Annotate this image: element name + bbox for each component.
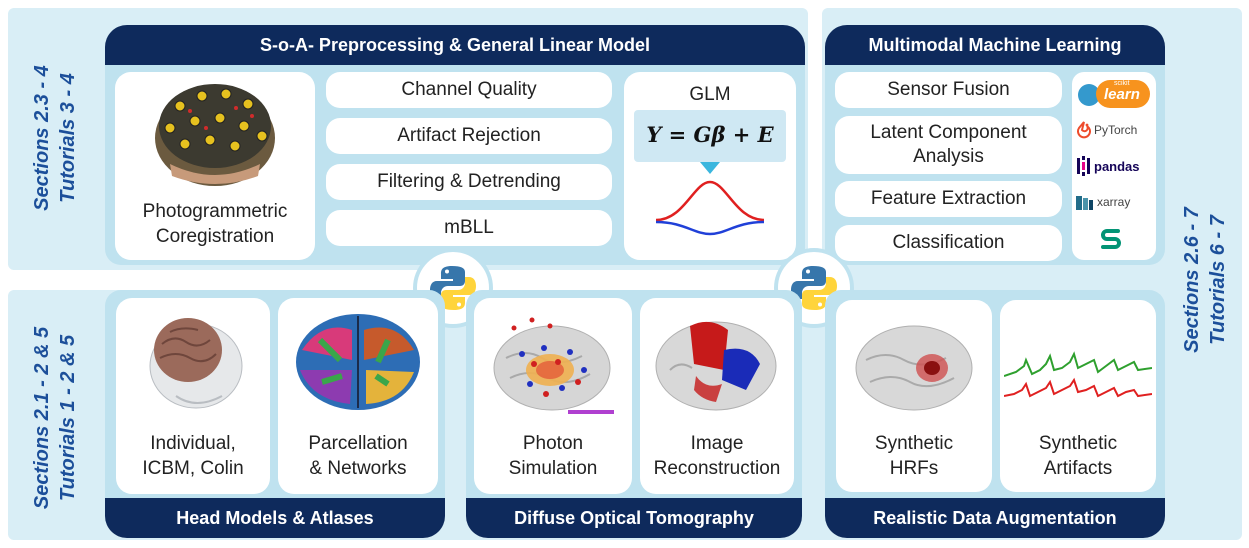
side-label-line: Sections 2.1 - 2 & 5 bbox=[31, 326, 53, 510]
caption-line: HRFs bbox=[889, 457, 939, 479]
pytorch-flame-icon bbox=[1077, 121, 1091, 139]
side-label-line: Sections 2.6 - 7 bbox=[1181, 207, 1203, 353]
head-model-card: Individual, ICBM, Colin bbox=[116, 298, 270, 494]
caption-line: Artifacts bbox=[1043, 457, 1113, 479]
side-label-right: Sections 2.6 - 7 Tutorials 6 - 7 bbox=[1179, 207, 1231, 353]
xarray-cubes-icon bbox=[1076, 196, 1093, 210]
photogrammetric-card: Photogrammetric Coregistration bbox=[115, 72, 315, 260]
caption-line: Photon bbox=[522, 433, 584, 454]
side-label-top-left: Sections 2.3 - 4 Tutorials 3 - 4 bbox=[29, 65, 81, 211]
head-model-caption: Individual, ICBM, Colin bbox=[116, 432, 270, 481]
caption-line: Photogrammetric bbox=[142, 201, 288, 222]
ml-header: Multimodal Machine Learning bbox=[825, 25, 1165, 65]
glm-equation: Y = Gβ + E bbox=[646, 122, 774, 147]
sklearn-logo-icon: scikit learn bbox=[1076, 80, 1152, 108]
caption-line: ICBM, Colin bbox=[142, 457, 244, 479]
synthetic-artifacts-caption: Synthetic Artifacts bbox=[1000, 432, 1156, 481]
photogrammetric-caption: Photogrammetric Coregistration bbox=[115, 200, 315, 249]
image-reconstruction-card: Image Reconstruction bbox=[640, 298, 794, 494]
dot-footer: Diffuse Optical Tomography bbox=[466, 498, 802, 538]
glm-pointer-icon bbox=[700, 162, 720, 174]
pandas-logo-icon: pandas bbox=[1076, 156, 1154, 176]
xarray-logo-text: xarray bbox=[1097, 195, 1131, 209]
sklearn-logo-scikit: scikit bbox=[1114, 80, 1130, 87]
glm-title: GLM bbox=[689, 84, 731, 105]
caption-line: Individual, bbox=[150, 433, 236, 454]
ml-step-feature-extraction: Feature Extraction bbox=[835, 181, 1062, 217]
caption-line: Image bbox=[690, 433, 744, 454]
synthetic-hrfs-caption: Synthetic HRFs bbox=[836, 432, 992, 481]
artifact-signals-icon bbox=[1004, 351, 1152, 398]
parcellation-brain-icon bbox=[296, 314, 420, 410]
hrf-curve-icon bbox=[655, 180, 765, 236]
pandas-logo-text: pandas bbox=[1094, 159, 1140, 174]
side-label-line: Sections 2.3 - 4 bbox=[31, 65, 53, 211]
xarray-logo-icon: xarray bbox=[1076, 192, 1154, 212]
caption-line: Coregistration bbox=[155, 225, 275, 247]
sklearn-logo-circle-orange bbox=[1096, 80, 1150, 108]
pytorch-logo-icon: PyTorch bbox=[1076, 120, 1154, 140]
ml-step-latent-component: Latent Component Analysis bbox=[835, 116, 1062, 174]
pytorch-logo-text: PyTorch bbox=[1094, 123, 1138, 137]
hrf-brain-icon bbox=[855, 325, 973, 411]
ml-step-classification: Classification bbox=[835, 225, 1062, 261]
pandas-bars-icon bbox=[1077, 156, 1090, 176]
glm-equation-box bbox=[634, 110, 786, 162]
glm-card: GLM Y = Gβ + E bbox=[624, 72, 796, 260]
augmentation-footer: Realistic Data Augmentation bbox=[825, 498, 1165, 538]
preprocessing-header: S-o-A- Preprocessing & General Linear Mo… bbox=[105, 25, 805, 65]
pill-line: Analysis bbox=[913, 146, 984, 167]
synthetic-hrfs-card: Synthetic HRFs bbox=[836, 300, 992, 492]
parcellation-card: Parcellation & Networks bbox=[278, 298, 438, 494]
step-artifact-rejection: Artifact Rejection bbox=[326, 118, 612, 154]
synthetic-artifacts-card: Synthetic Artifacts bbox=[1000, 300, 1156, 492]
sklearn-logo-text: learn bbox=[1104, 86, 1140, 103]
parcellation-caption: Parcellation & Networks bbox=[278, 432, 438, 481]
ml-step-sensor-fusion: Sensor Fusion bbox=[835, 72, 1062, 108]
pill-line: Latent Component bbox=[870, 122, 1027, 144]
snakemake-logo-icon bbox=[1101, 229, 1121, 249]
step-mbll: mBLL bbox=[326, 210, 612, 246]
caption-line: Synthetic bbox=[1038, 433, 1118, 454]
photon-brain-icon bbox=[493, 317, 614, 414]
head-model-brain-icon bbox=[149, 318, 243, 409]
side-label-bottom-left: Sections 2.1 - 2 & 5 Tutorials 1 - 2 & 5 bbox=[29, 327, 81, 509]
side-label-line: Tutorials 1 - 2 & 5 bbox=[57, 334, 79, 502]
sklearn-logo-circle-blue bbox=[1078, 84, 1100, 106]
caption-line: Simulation bbox=[508, 457, 598, 479]
side-label-line: Tutorials 6 - 7 bbox=[1207, 215, 1229, 345]
photon-simulation-caption: Photon Simulation bbox=[474, 432, 632, 481]
python-logo-icon bbox=[791, 266, 837, 310]
caption-line: Parcellation bbox=[308, 433, 408, 454]
head-cap-icon bbox=[155, 84, 275, 186]
caption-line: & Networks bbox=[309, 457, 407, 479]
reconstruction-brain-icon bbox=[655, 321, 777, 411]
photon-simulation-card: Photon Simulation bbox=[474, 298, 632, 494]
side-label-line: Tutorials 3 - 4 bbox=[57, 73, 79, 203]
step-filtering-detrending: Filtering & Detrending bbox=[326, 164, 612, 200]
python-logo-icon bbox=[430, 266, 476, 310]
caption-line: Reconstruction bbox=[653, 457, 781, 479]
ml-logos-card: scikit learn PyTorch pandas xarray bbox=[1072, 72, 1156, 260]
image-reconstruction-caption: Image Reconstruction bbox=[640, 432, 794, 481]
step-channel-quality: Channel Quality bbox=[326, 72, 612, 108]
caption-line: Synthetic bbox=[874, 433, 954, 454]
head-models-footer: Head Models & Atlases bbox=[105, 498, 445, 538]
